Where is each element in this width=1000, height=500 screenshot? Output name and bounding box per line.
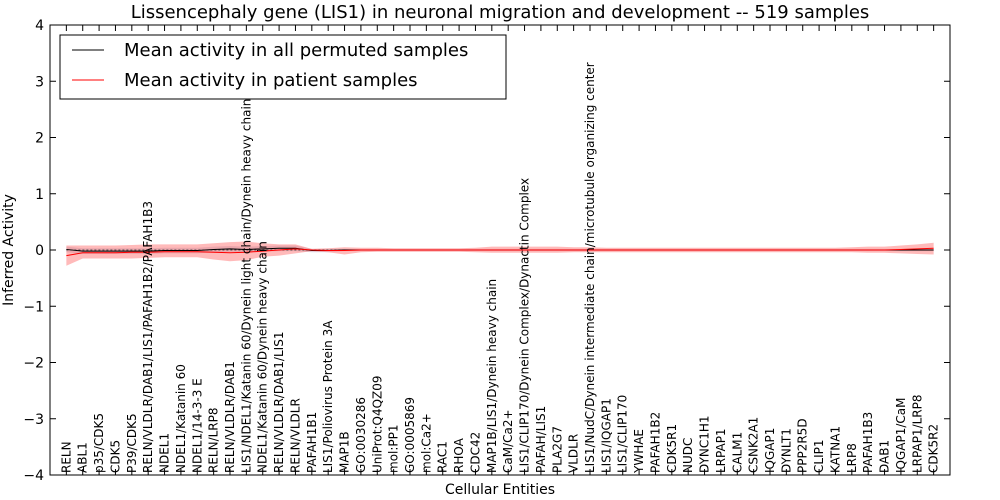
x-tick-label: CLIP1 [812,440,826,473]
x-tick-label: GO:0005869 [403,397,417,473]
y-axis-label: Inferred Activity [1,194,17,306]
x-tick-label: KATNA1 [828,426,842,473]
x-tick-label: CDC42 [468,432,482,473]
legend-label-1: Mean activity in all permuted samples [124,40,468,61]
legend-label-2: Mean activity in patient samples [124,70,418,91]
x-tick-label: PAFAH1B3 [861,412,875,473]
series-lines [66,247,934,257]
x-tick-label: LIS1/NudC/Dynein intermediate chain/micr… [583,62,597,473]
x-tick-label: RELN/VLDLR/DAB1 [223,361,237,473]
y-tick-label: 1 [35,187,44,203]
x-tick-label: NDEL1/Katanin 60 [174,364,188,473]
legend-box [59,34,507,100]
x-tick-label: DYNLT1 [779,428,793,473]
x-tick-label: CDK5R1 [665,424,679,473]
y-tick-label: −4 [23,468,44,484]
x-tick-label: PPP2R5D [796,418,810,473]
x-tick-label: LIS1/Poliovirus Protein 3A [321,320,335,473]
x-tick-label: CDK5R2 [927,424,941,473]
x-tick-label: MAP1B/LIS1/Dynein heavy chain [485,279,499,473]
x-tick-label: LRPAP1 [714,428,728,473]
x-tick-label: IQGAP1/CaM [894,398,908,474]
x-tick-label: LIS1/CLIP170/Dynein Complex/Dynactin Com… [518,178,532,473]
x-tick-label: CaM/Ca2+ [501,409,515,473]
x-tick-label: RELN [59,441,73,473]
x-tick-label: RELN/VLDLR/DAB1/LIS1/PAFAH1B2/PAFAH1B3 [141,201,155,473]
x-tick-label: LRPAP1/LRP8 [910,394,924,473]
x-tick-label: VLDLR [567,434,581,473]
x-tick-label: IQGAP1 [763,428,777,473]
x-tick-label: CDK5 [108,440,122,473]
x-tick-label: GO:0030286 [354,397,368,473]
y-tick-label: 4 [35,18,44,34]
x-tick-label: LIS1/IQGAP1 [599,398,613,473]
chart-title: Lissencephaly gene (LIS1) in neuronal mi… [131,2,870,23]
x-tick-label: RELN/VLDLR [288,398,302,473]
y-tick-label: 2 [35,131,44,147]
legend: Mean activity in all permuted samplesMea… [59,34,507,100]
x-tick-label: CALM1 [730,432,744,473]
x-tick-label: p35/CDK5 [92,413,106,473]
x-tick-label: NDEL1 [158,433,172,473]
y-tick-label: 0 [35,243,44,259]
x-tick-label: PAFAH/LIS1 [534,406,548,473]
x-tick-label: PAFAH1B2 [648,412,662,473]
x-tick-label: ABL1 [76,442,90,473]
x-tick-label: YWHAE [632,429,646,474]
x-tick-label: RHOA [452,437,466,473]
series-line-2 [66,247,934,257]
x-tick-label: P39/CDK5 [125,413,139,473]
x-tick-label: RELN/LRP8 [207,407,221,473]
x-tick-label: LIS1/CLIP170 [616,395,630,473]
x-axis-label: Cellular Entities [445,482,555,498]
x-tick-label: LIS1/NDEL1/Katanin 60/Dynein light chain… [239,99,253,473]
x-tick-label: RAC1 [436,441,450,473]
x-tick-label: mol:Ca2+ [419,413,433,473]
x-tick-label: NUDC [681,438,695,473]
x-tick-label: DYNC1H1 [698,415,712,473]
x-tick-label: NDEL1/14-3-3 E [190,378,204,473]
x-tick-label: RELN/VLDLR/DAB1/LIS1 [272,332,286,473]
x-tick-label: UniProt:Q4QZ09 [370,375,384,473]
x-tick-label: PAFAH1B1 [305,412,319,473]
x-tick-label: PLA2G7 [550,426,564,473]
x-tick-label: NDEL1/Katanin 60/Dynein heavy chain [256,241,270,473]
x-tick-label: LRP8 [845,443,859,473]
x-tick-label: DAB1 [878,440,892,473]
confidence-band-series-2 [66,241,934,266]
x-tick-label: mol:PP1 [387,424,401,473]
y-tick-label: 3 [35,74,44,90]
y-axis: 4 3 2 1 0 −1 −2 −3 −4 [23,18,950,484]
y-tick-label: −1 [23,299,44,315]
y-tick-label: −2 [23,356,44,372]
x-tick-label: CSNK2A1 [747,417,761,473]
y-tick-label: −3 [23,412,44,428]
x-tick-label: MAP1B [338,431,352,473]
